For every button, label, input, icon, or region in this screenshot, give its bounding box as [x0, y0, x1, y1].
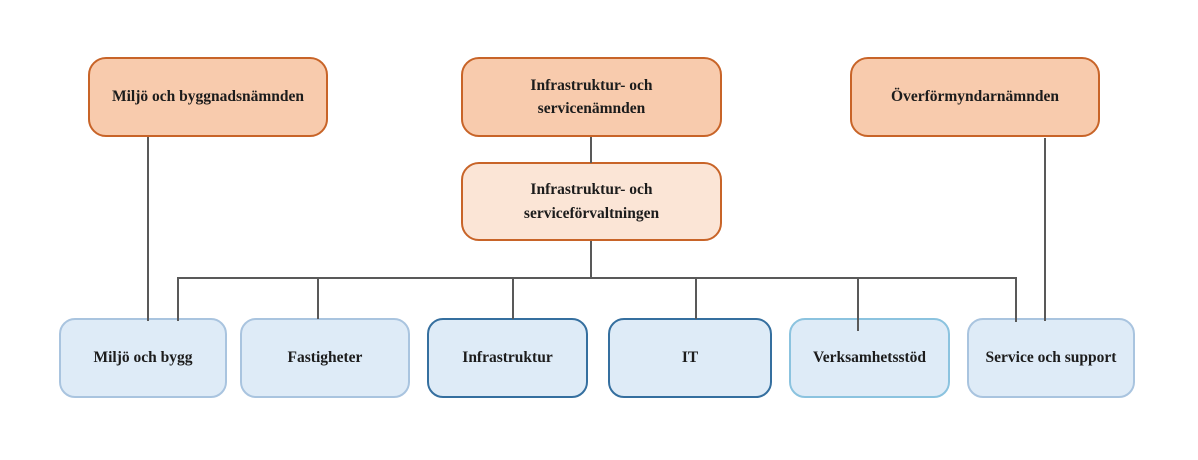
node-label: IT: [681, 349, 699, 367]
node-miljo-och-bygg: Miljö och bygg: [59, 318, 227, 398]
node-service-och-support: Service och support: [967, 318, 1135, 398]
node-label: Miljö och byggnadsnämnden: [111, 88, 305, 106]
node-label: Miljö och bygg: [93, 349, 193, 367]
node-infrastruktur-och-servicenamnden: Infrastruktur- och servicenämnden: [461, 57, 722, 137]
node-label: Infrastruktur- och servicenämnden: [530, 76, 653, 117]
node-it: IT: [608, 318, 772, 398]
node-label: Infrastruktur: [462, 349, 553, 367]
node-verksamhetsstod: Verksamhetsstöd: [789, 318, 950, 398]
node-label: Infrastruktur- och serviceförvaltningen: [523, 181, 660, 222]
node-overformyndarnamnden: Överförmyndarnämnden: [850, 57, 1100, 137]
node-label: Verksamhetsstöd: [812, 349, 927, 367]
node-miljo-och-byggnadsnamnden: Miljö och byggnadsnämnden: [88, 57, 328, 137]
node-infrastruktur: Infrastruktur: [427, 318, 588, 398]
node-infrastruktur-och-serviceforvaltningen: Infrastruktur- och serviceförvaltningen: [461, 162, 722, 241]
node-label: Fastigheter: [287, 349, 363, 367]
node-label: Service och support: [985, 349, 1117, 367]
node-label: Överförmyndarnämnden: [891, 88, 1059, 106]
node-fastigheter: Fastigheter: [240, 318, 410, 398]
